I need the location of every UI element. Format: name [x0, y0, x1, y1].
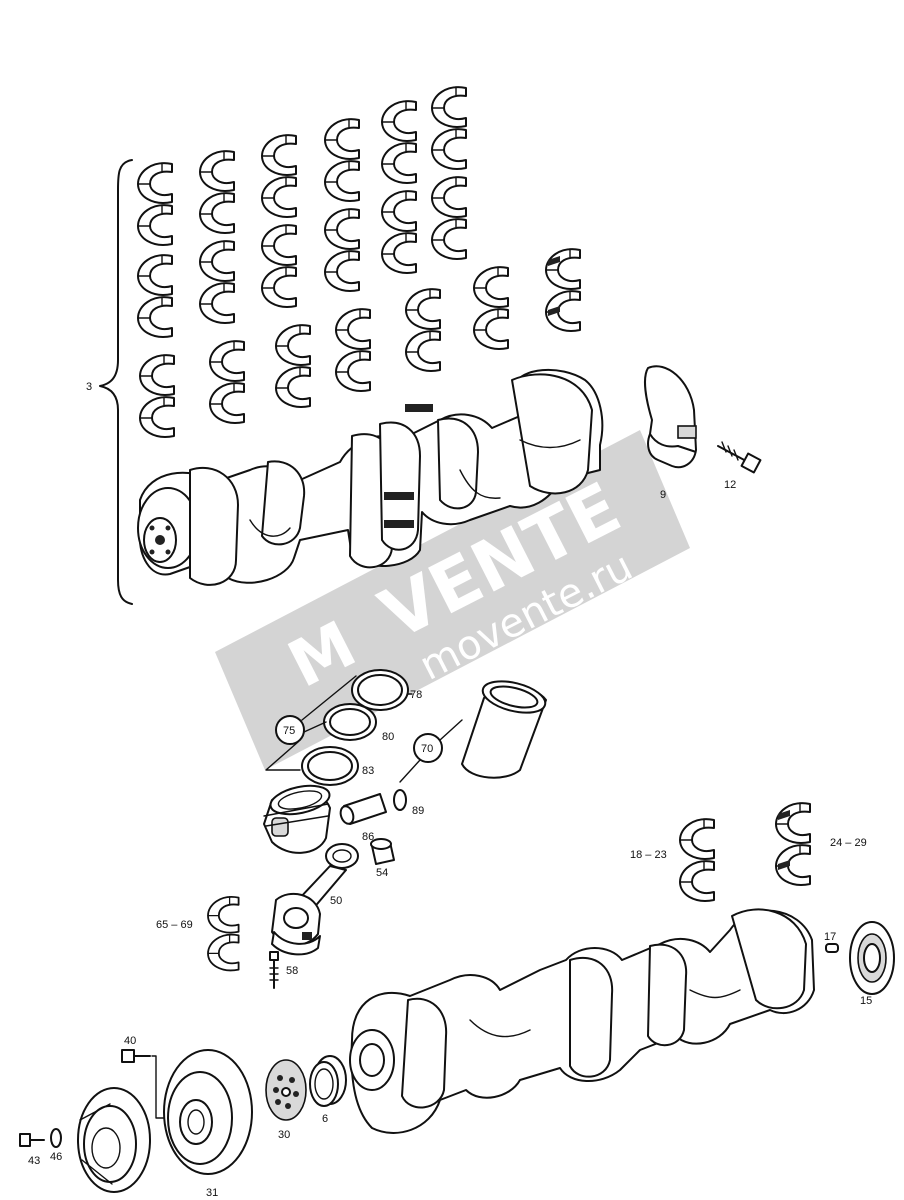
crankshaft-lower: [349, 908, 815, 1134]
part-12-bolt: 12: [717, 441, 762, 491]
part-18-23-shells: 18 – 23: [630, 819, 714, 901]
label-24-29: 24 – 29: [830, 837, 867, 849]
label-18-23: 18 – 23: [630, 849, 667, 861]
connecting-rod: 50: [271, 843, 359, 956]
label-58: 58: [286, 965, 298, 977]
crankshaft-upper: [137, 368, 604, 586]
part-24-29-shells: 24 – 29: [776, 803, 867, 885]
label-43: 43: [28, 1155, 40, 1167]
label-31: 31: [206, 1187, 218, 1199]
label-40: 40: [124, 1035, 136, 1047]
part-31-damper: 31: [163, 1049, 253, 1199]
watermark-band: [215, 430, 690, 770]
label-15: 15: [860, 995, 872, 1007]
cylinder-liner: 70: [399, 680, 547, 783]
part-58-bolt: 58: [269, 951, 298, 989]
label-78: 78: [410, 689, 422, 701]
part-30-plate: 30: [265, 1059, 307, 1141]
label-89: 89: [412, 805, 424, 817]
label-6: 6: [322, 1113, 328, 1125]
label-54: 54: [376, 867, 388, 879]
part-65-69-shells: 65 – 69: [156, 897, 239, 971]
label-65-69: 65 – 69: [156, 919, 193, 931]
pulley: [77, 1087, 151, 1193]
label-86: 86: [362, 831, 374, 843]
label-50: 50: [330, 895, 342, 907]
label-9: 9: [660, 489, 666, 501]
label-30: 30: [278, 1129, 290, 1141]
part-17-pin: 17: [824, 931, 839, 953]
bracket-item-3: 3: [86, 159, 133, 605]
label-75: 75: [283, 725, 295, 737]
label-46: 46: [50, 1151, 62, 1163]
label-80: 80: [382, 731, 394, 743]
part-46-washer: 46: [50, 1128, 62, 1163]
part-6-seal: 6: [309, 1055, 347, 1125]
part-9-bearing-cap: 9: [644, 365, 697, 501]
label-12: 12: [724, 479, 736, 491]
piston-rings: 78 80 83 75: [265, 669, 422, 786]
label-17: 17: [824, 931, 836, 943]
part-15-bearing: 15: [849, 921, 895, 1007]
part-43-bolt: 43: [19, 1133, 45, 1167]
label-70: 70: [421, 743, 433, 755]
piston-assembly: 86 89 54: [263, 784, 424, 879]
label-83: 83: [362, 765, 374, 777]
label-3: 3: [86, 381, 92, 393]
